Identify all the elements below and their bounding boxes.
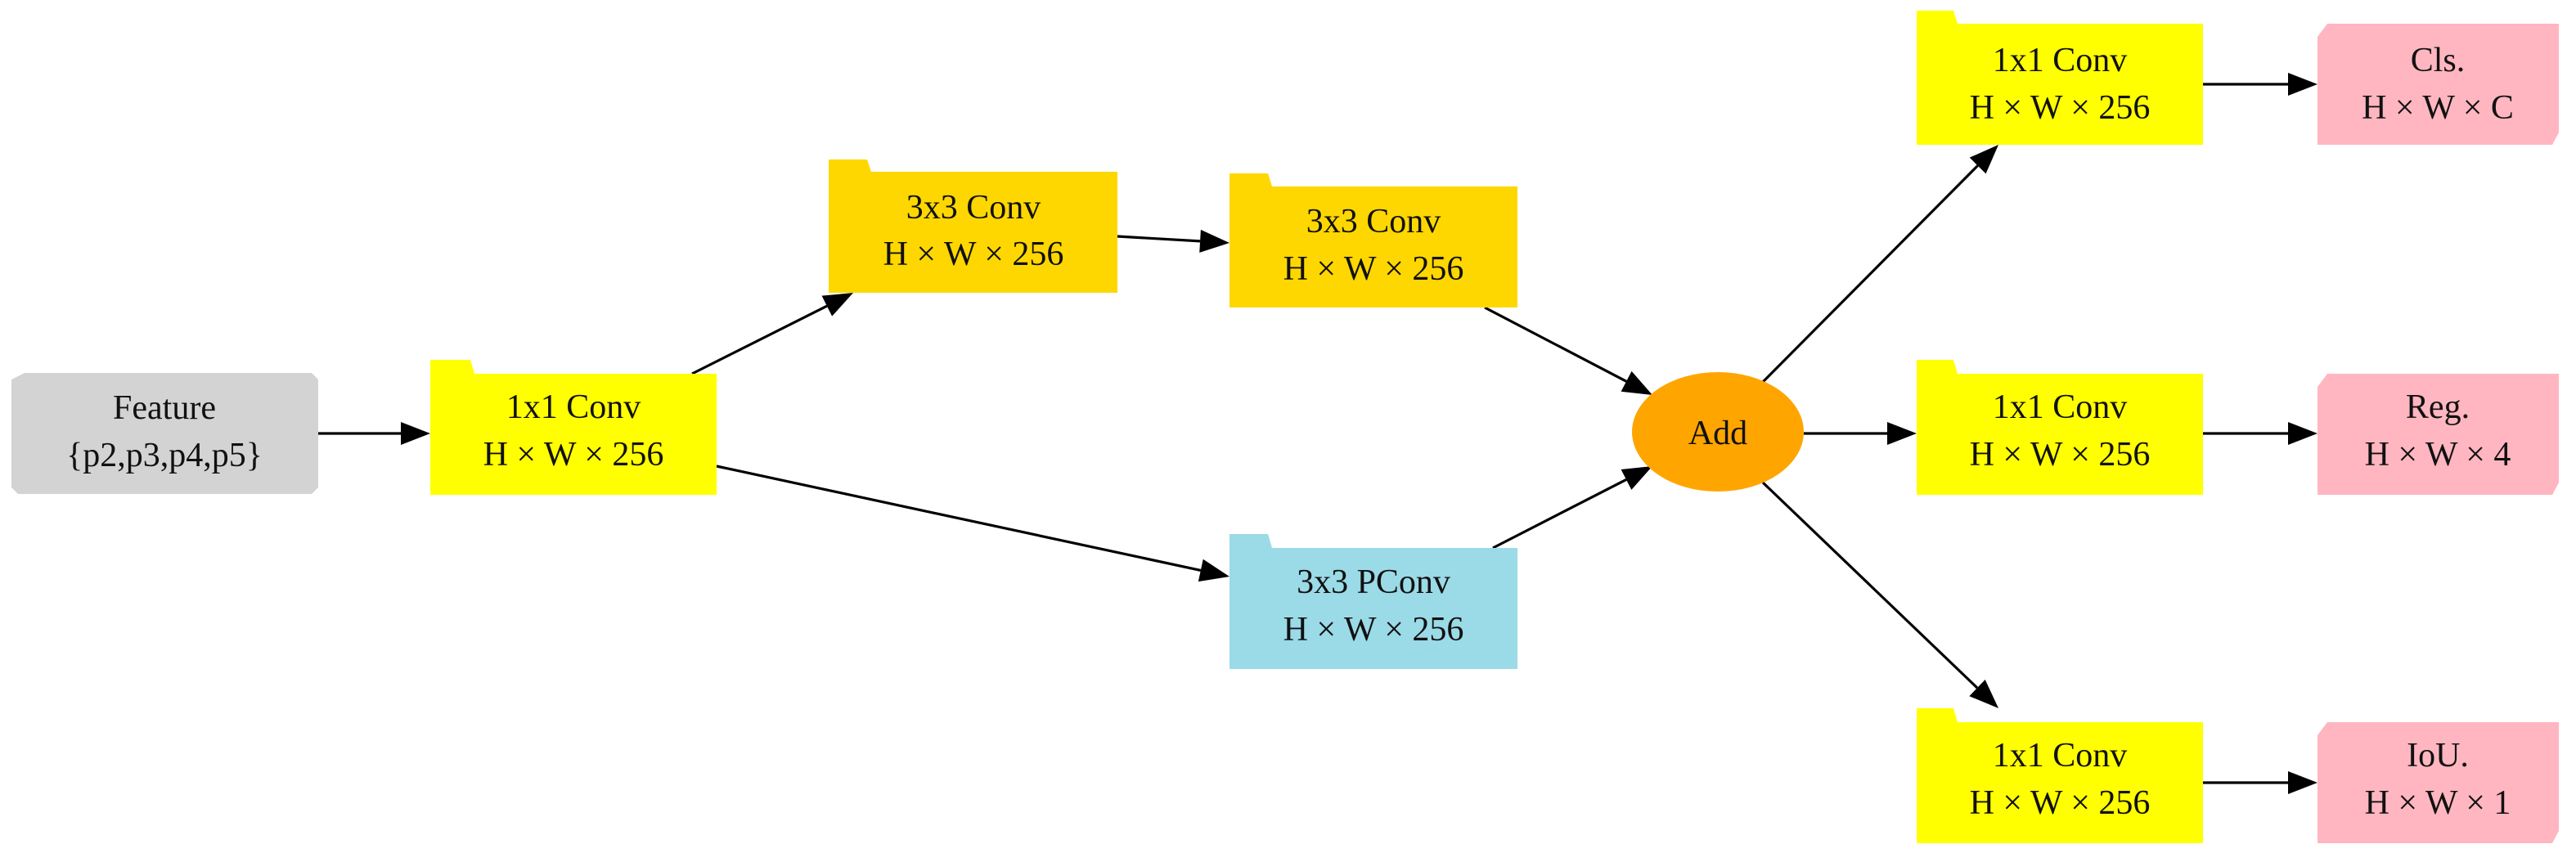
conv-1x1-iou-shape (1917, 708, 2203, 843)
edge-conv_iou-to-out_iou (2203, 771, 2318, 794)
output-reg-shape (2318, 374, 2559, 495)
pconv-3x3-shape (1230, 534, 1517, 669)
edge-line (1492, 478, 1627, 550)
arrowhead-icon (1621, 466, 1652, 490)
conv-3x3-a-shape-label: H × W × 256 (883, 236, 1064, 273)
arrowhead-icon (2288, 771, 2318, 794)
arrowhead-icon (1969, 679, 1998, 708)
conv-1x1-cls-node: 1x1 Conv H × W × 256 (1917, 11, 2203, 145)
arrowhead-icon (1199, 229, 1230, 253)
feature-node: Feature {p2,p3,p4,p5} (11, 373, 318, 494)
arrowhead-icon (1198, 559, 1230, 582)
output-cls-title: Cls. (2411, 42, 2466, 79)
conv-3x3-b-shape-label: H × W × 256 (1284, 250, 1464, 288)
edge-line (691, 304, 828, 375)
pconv-3x3-shape-label: H × W × 256 (1284, 611, 1464, 649)
conv-1x1-iou-shape-label: H × W × 256 (1970, 784, 2151, 822)
conv-3x3-b-node: 3x3 Conv H × W × 256 (1230, 173, 1517, 308)
edge-pconv-to-add (1492, 466, 1652, 550)
edge-add-to-conv_reg (1804, 422, 1917, 445)
conv-1x1-input-title: 1x1 Conv (506, 388, 641, 426)
edge-line (1484, 306, 1627, 383)
edge-line (1117, 235, 1201, 243)
output-iou-shape-label: H × W × 1 (2365, 784, 2511, 822)
conv-1x1-reg-node: 1x1 Conv H × W × 256 (1917, 360, 2203, 495)
arrowhead-icon (401, 422, 430, 445)
output-iou-shape (2318, 722, 2559, 843)
arrowhead-icon (1621, 370, 1652, 395)
conv-1x1-cls-title: 1x1 Conv (1993, 42, 2128, 79)
output-iou-node: IoU. H × W × 1 (2318, 722, 2559, 843)
arrowhead-icon (821, 293, 853, 317)
conv-1x1-iou-node: 1x1 Conv H × W × 256 (1917, 708, 2203, 843)
edge-add-to-conv_iou (1761, 481, 1998, 708)
arrowhead-icon (1969, 145, 1998, 174)
edge-line (1761, 164, 1979, 384)
edge-conv_in-to-conv3a (691, 293, 853, 375)
conv-1x1-reg-shape (1917, 360, 2203, 495)
edge-conv3b-to-add (1484, 306, 1652, 395)
feature-node-shape (11, 373, 318, 494)
arrowhead-icon (2288, 73, 2318, 96)
edge-conv_cls-to-out_cls (2203, 73, 2318, 96)
conv-3x3-a-shape (829, 159, 1117, 293)
edge-conv_in-to-pconv (716, 465, 1230, 582)
conv-1x1-reg-title: 1x1 Conv (1993, 388, 2128, 426)
edge-conv3a-to-conv3b (1117, 229, 1230, 253)
edge-add-to-conv_cls (1761, 145, 1998, 384)
conv-3x3-a-node: 3x3 Conv H × W × 256 (829, 159, 1117, 293)
conv-3x3-b-shape (1230, 173, 1517, 308)
conv-1x1-input-node: 1x1 Conv H × W × 256 (430, 360, 717, 495)
conv-1x1-cls-shape (1917, 11, 2203, 145)
add-node-shape (1632, 372, 1804, 492)
pconv-3x3-node: 3x3 PConv H × W × 256 (1230, 534, 1517, 669)
conv-1x1-reg-shape-label: H × W × 256 (1970, 436, 2151, 474)
edges-layer (318, 73, 2318, 794)
conv-3x3-b-title: 3x3 Conv (1306, 203, 1441, 240)
conv-3x3-a-title: 3x3 Conv (906, 189, 1041, 227)
edge-line (1761, 481, 1979, 689)
output-cls-shape-label: H × W × C (2362, 89, 2514, 127)
output-reg-node: Reg. H × W × 4 (2318, 374, 2559, 495)
arrowhead-icon (1887, 422, 1917, 445)
output-reg-shape-label: H × W × 4 (2365, 436, 2511, 474)
feature-title: Feature (113, 389, 216, 427)
arrowhead-icon (2288, 422, 2318, 445)
output-iou-title: IoU. (2407, 737, 2469, 774)
output-cls-node: Cls. H × W × C (2318, 24, 2559, 145)
pconv-3x3-title: 3x3 PConv (1297, 563, 1450, 601)
edge-line (716, 465, 1202, 572)
add-node: Add (1632, 372, 1804, 492)
conv-1x1-iou-title: 1x1 Conv (1993, 737, 2128, 774)
feature-shape: {p2,p3,p4,p5} (66, 437, 263, 474)
edge-conv_reg-to-out_reg (2203, 422, 2318, 445)
conv-1x1-input-shape (430, 360, 717, 495)
conv-1x1-input-shape-label: H × W × 256 (483, 436, 664, 474)
add-label: Add (1688, 415, 1747, 452)
output-reg-title: Reg. (2406, 388, 2470, 426)
conv-1x1-cls-shape-label: H × W × 256 (1970, 89, 2151, 127)
edge-feature-to-conv_in (318, 422, 430, 445)
output-cls-shape (2318, 24, 2559, 145)
